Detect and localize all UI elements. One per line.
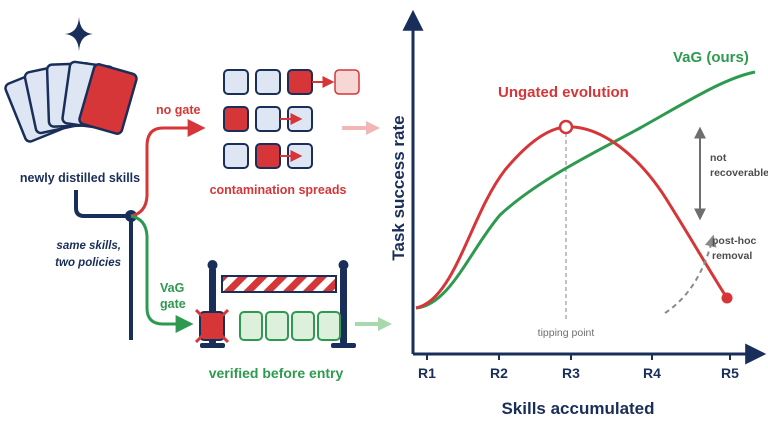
post-hoc-line1: post-hoc — [712, 235, 756, 247]
cards-label: newly distilled skills — [20, 171, 140, 185]
sparkle-icon — [65, 17, 93, 51]
vag-gate-label-line1: VaG — [160, 281, 184, 295]
skill-cell — [255, 106, 281, 132]
trunk-line — [74, 190, 133, 340]
skill-cell-faded — [334, 69, 360, 95]
tipping-point-marker — [558, 119, 574, 135]
skill-cell-contaminated — [255, 143, 281, 169]
x-ticks: R1 R2 R3 R4 R5 — [418, 354, 739, 381]
vag-gate-label-line2: gate — [160, 297, 186, 311]
x-tick-label: R2 — [490, 365, 508, 381]
x-tick-label: R3 — [562, 365, 580, 381]
x-tick-label: R5 — [721, 365, 739, 381]
contamination-label: contamination spreads — [210, 183, 347, 197]
verified-skill — [265, 311, 289, 341]
verified-skill — [239, 311, 263, 341]
no-gate-branch — [130, 119, 206, 218]
x-tick-label: R4 — [643, 365, 661, 381]
green-flow-arrow — [355, 317, 392, 331]
skill-cell-contaminated — [223, 106, 249, 132]
verified-label: verified before entry — [209, 365, 344, 381]
skill-cell-contaminated — [287, 69, 313, 95]
card-stack-icon — [4, 60, 138, 143]
skill-cell — [223, 143, 249, 169]
vag-branch — [130, 214, 194, 333]
series-label-ungated: Ungated evolution — [498, 84, 629, 101]
series-line-ungated — [415, 125, 729, 310]
x-axis-label: Skills accumulated — [501, 399, 654, 418]
series-line-vag — [415, 70, 756, 310]
policy-note-line2: two policies — [55, 257, 121, 269]
policy-note-line1: same skills, — [56, 240, 121, 252]
verified-skill — [291, 311, 315, 341]
not-recoverable-line2: recoverable — [710, 167, 768, 179]
verified-skill — [317, 311, 341, 341]
left-diagram: newly distilled skills same skills, two … — [4, 17, 392, 381]
post-hoc-arrow — [664, 234, 717, 314]
pink-flow-arrow — [342, 121, 380, 135]
post-hoc-line2: removal — [712, 250, 752, 262]
no-gate-label: no gate — [156, 103, 200, 117]
skill-cell — [223, 69, 249, 95]
rejected-x-icon — [194, 308, 230, 344]
tipping-point-label: tipping point — [538, 327, 595, 339]
skill-cell — [255, 69, 281, 95]
series-label-vag: VaG (ours) — [673, 49, 749, 66]
x-tick-label: R1 — [418, 365, 436, 381]
not-recoverable-line1: not — [710, 152, 727, 164]
ungated-end-marker — [721, 292, 733, 304]
contamination-grid — [223, 69, 360, 169]
y-axis-label: Task success rate — [389, 115, 408, 260]
